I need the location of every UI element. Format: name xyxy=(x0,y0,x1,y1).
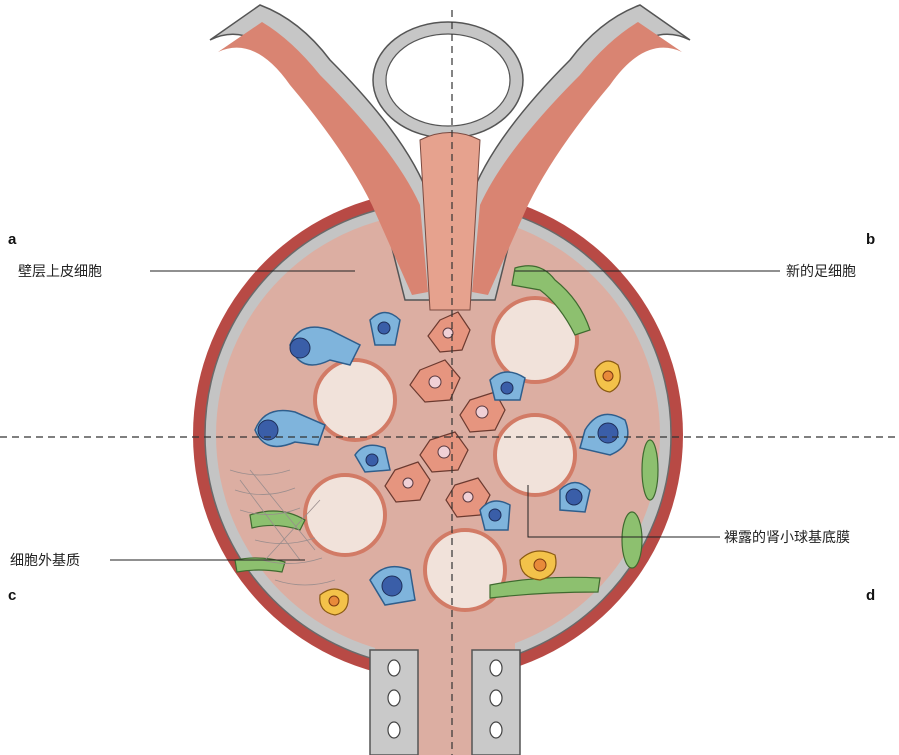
panel-label-a: a xyxy=(8,231,17,248)
vascular-pole-mesangium xyxy=(420,133,480,311)
label-parietal-epithelial-cell: 壁层上皮细胞 xyxy=(18,264,102,280)
panel-label-d: d xyxy=(866,587,875,604)
panel-label-c: c xyxy=(8,587,16,604)
label-new-podocyte: 新的足细胞 xyxy=(786,264,856,280)
proximal-tubule xyxy=(370,640,520,755)
distal-tubule-ring xyxy=(373,22,523,138)
label-extracellular-matrix: 细胞外基质 xyxy=(10,552,80,569)
panel-label-b: b xyxy=(866,231,875,248)
label-bare-gbm: 裸露的肾小球基底膜 xyxy=(724,529,850,546)
